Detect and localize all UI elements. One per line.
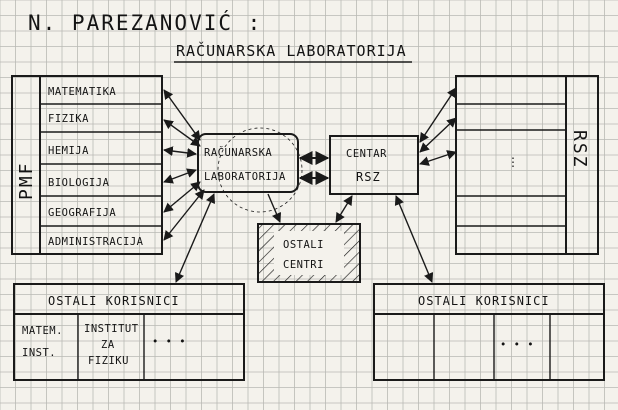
lab-label-line1: RAČUNARSKA bbox=[204, 146, 272, 159]
other-centers-line2: CENTRI bbox=[283, 259, 324, 271]
pmf-outer-box bbox=[11, 75, 163, 255]
lab-sketch-circle bbox=[217, 127, 303, 213]
users-left-box bbox=[13, 283, 245, 381]
arrow-fizika-lab bbox=[163, 119, 201, 147]
center-rsz-node: CENTAR RSZ bbox=[329, 135, 419, 195]
arrow-lab-other-centers bbox=[267, 193, 282, 223]
dept-biologija: BIOLOGIJA bbox=[48, 177, 110, 189]
lab-label-line2: LABORATORIJA bbox=[204, 171, 286, 183]
users-left-block: OSTALI KORISNICI MATEM. INST. INSTITUT Z… bbox=[13, 283, 245, 381]
arrow-geografija-lab bbox=[163, 181, 201, 213]
arrow-hemija-lab bbox=[163, 146, 197, 158]
other-centers-label-bg bbox=[274, 231, 344, 275]
users-left-cell2-line1: INSTITUT bbox=[84, 323, 139, 335]
users-left-cell1-line1: MATEM. bbox=[22, 325, 63, 337]
lab-node: RAČUNARSKA LABORATORIJA bbox=[197, 127, 303, 213]
arrow-center-rsz-2 bbox=[419, 117, 457, 153]
other-centers-line1: OSTALI bbox=[283, 239, 324, 251]
users-left-cell2-line2: ZA bbox=[101, 339, 115, 351]
users-left-cell1-line2: INST. bbox=[22, 347, 56, 359]
dept-matematika: MATEMATIKA bbox=[48, 86, 116, 98]
dept-administracija: ADMINISTRACIJA bbox=[48, 236, 144, 248]
users-left-dots: • • • bbox=[152, 336, 186, 348]
users-right-box bbox=[373, 283, 605, 381]
users-left-title: OSTALI KORISNICI bbox=[48, 294, 180, 308]
dept-geografija: GEOGRAFIJA bbox=[48, 207, 116, 219]
diagram-title: RAČUNARSKA LABORATORIJA bbox=[176, 41, 407, 60]
author-name: N. PAREZANOVIĆ : bbox=[28, 10, 262, 35]
dept-fizika: FIZIKA bbox=[48, 113, 89, 125]
users-right-block: OSTALI KORISNICI • • • bbox=[373, 283, 605, 381]
lab-box bbox=[197, 133, 299, 193]
center-rsz-box bbox=[329, 135, 419, 195]
rsz-dots: ⋮ bbox=[507, 155, 520, 169]
users-right-title: OSTALI KORISNICI bbox=[418, 294, 550, 308]
users-right-dots: • • • bbox=[500, 339, 534, 351]
center-label-line2: RSZ bbox=[356, 170, 381, 184]
arrow-lab-users-left bbox=[174, 193, 216, 283]
pmf-label: PMF bbox=[16, 161, 37, 200]
arrow-center-rsz-3 bbox=[419, 150, 457, 166]
arrow-center-rsz-1 bbox=[419, 87, 457, 143]
other-centers-node: OSTALI CENTRI bbox=[257, 223, 361, 283]
dept-hemija: HEMIJA bbox=[48, 145, 89, 157]
rsz-label: RSZ bbox=[569, 130, 590, 169]
arrow-center-users-right bbox=[394, 195, 434, 283]
connection-arrows bbox=[163, 87, 457, 283]
arrow-center-other-centers bbox=[335, 195, 353, 223]
users-left-cell2-line3: FIZIKU bbox=[88, 355, 129, 367]
center-label-line1: CENTAR bbox=[346, 148, 387, 160]
pmf-block: PMF MATEMATIKA FIZIKA HEMIJA BIOLOGIJA G… bbox=[11, 75, 163, 255]
arrow-biologija-lab bbox=[163, 168, 197, 184]
